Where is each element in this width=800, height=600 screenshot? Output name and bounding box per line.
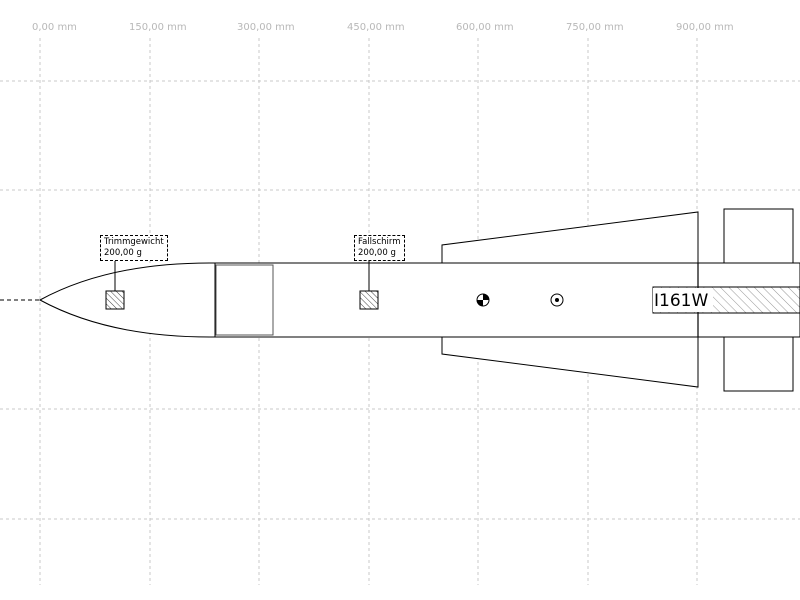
aft-block-lower[interactable]	[723, 336, 794, 392]
nose-cone[interactable]	[38, 262, 216, 338]
ruler-label: 300,00 mm	[237, 22, 295, 33]
coupler[interactable]	[215, 264, 274, 336]
cp-icon[interactable]	[550, 293, 564, 307]
trim-weight-mass[interactable]	[105, 290, 125, 310]
motor-label-bg	[653, 288, 713, 312]
fin-upper[interactable]	[441, 211, 699, 264]
ruler-label: 450,00 mm	[347, 22, 405, 33]
parachute-tag[interactable]: Fallschirm 200,00 g	[354, 235, 405, 261]
trim-weight-tag[interactable]: Trimmgewicht 200,00 g	[100, 235, 168, 261]
fin-lower[interactable]	[441, 336, 699, 388]
parachute-name: Fallschirm	[358, 237, 401, 247]
ruler-label: 0,00 mm	[32, 22, 77, 33]
ruler-label: 750,00 mm	[566, 22, 624, 33]
trim-weight-mass-label: 200,00 g	[104, 248, 142, 258]
ruler-label: 900,00 mm	[676, 22, 734, 33]
ruler-label: 150,00 mm	[129, 22, 187, 33]
trim-weight-name: Trimmgewicht	[104, 237, 164, 247]
cg-icon[interactable]	[476, 293, 490, 307]
motor-designation: I161W	[654, 291, 709, 311]
aft-block-upper[interactable]	[723, 208, 794, 264]
grid	[0, 38, 800, 585]
parachute-mass-label: 200,00 g	[358, 248, 396, 258]
parachute-mass[interactable]	[359, 290, 379, 310]
ruler-label: 600,00 mm	[456, 22, 514, 33]
